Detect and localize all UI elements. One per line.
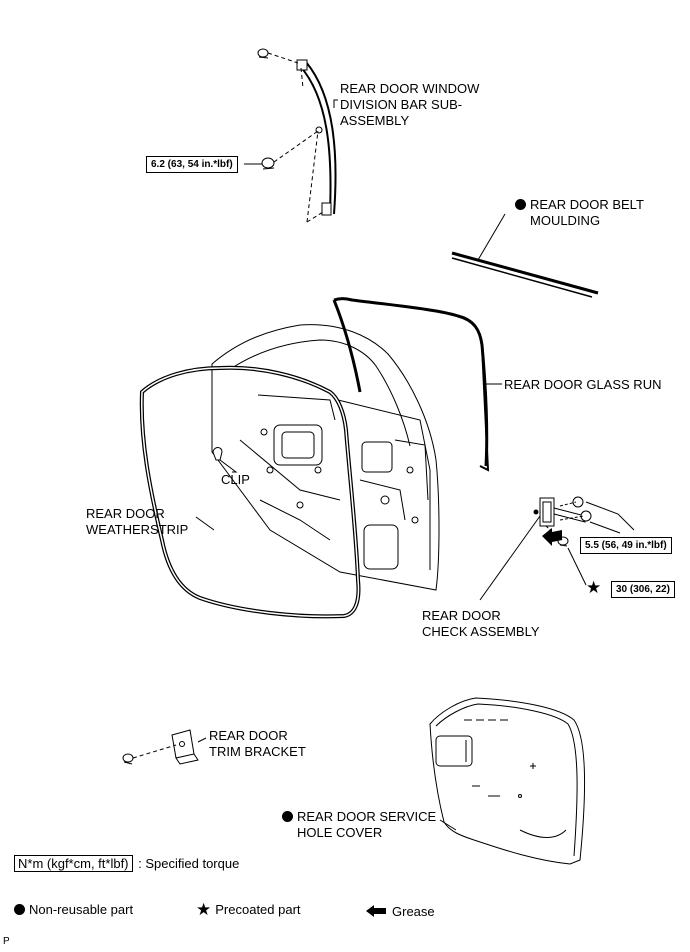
weatherstrip-label: REAR DOOR WEATHERSTRIP: [86, 506, 188, 538]
legend-torque-unit-box: N*m (kgf*cm, ft*lbf): [14, 855, 133, 872]
belt-moulding-label-line2: MOULDING: [530, 213, 601, 228]
torque-division-bar-bolt: 6.2 (63, 54 in.*lbf): [146, 156, 238, 173]
star-icon: ★: [196, 900, 212, 919]
check-assembly-label-line1: REAR DOOR: [422, 608, 501, 623]
division-bar-label: REAR DOOR WINDOW DIVISION BAR SUB- ASSEM…: [340, 81, 479, 129]
belt-moulding-label-line1: REAR DOOR BELT: [515, 197, 644, 213]
torque-check-bolts: 5.5 (56, 49 in.*lbf): [580, 537, 672, 554]
glass-run-label: REAR DOOR GLASS RUN: [504, 377, 662, 392]
weatherstrip-label-line1: REAR DOOR: [86, 506, 165, 521]
legend-non-reusable: Non-reusable part: [14, 902, 133, 918]
clip-drawing: [212, 447, 238, 473]
legend-grease: Grease: [366, 904, 435, 920]
service-hole-cover-drawing: [429, 697, 586, 865]
division-bar-label-line3: ASSEMBLY: [340, 113, 410, 128]
grease-arrow-icon: [542, 528, 562, 546]
star-icon: ★: [586, 578, 602, 597]
grease-legend-arrow-icon: [366, 905, 386, 917]
non-reusable-icon: [14, 904, 25, 915]
door-panel-drawing: [211, 324, 440, 591]
division-bar-drawing: [244, 48, 338, 223]
service-hole-cover-label: REAR DOOR SERVICE HOLE COVER: [282, 809, 436, 841]
belt-moulding-label: REAR DOOR BELT MOULDING: [515, 197, 644, 229]
trim-bracket-drawing: [122, 729, 207, 765]
weatherstrip-drawing: [139, 365, 361, 619]
belt-moulding-drawing: [451, 213, 599, 298]
check-assembly-drawing: [479, 496, 635, 601]
trim-bracket-label: REAR DOOR TRIM BRACKET: [209, 728, 306, 760]
division-bar-label-line1: REAR DOOR WINDOW: [340, 81, 480, 96]
non-reusable-icon: [282, 811, 293, 822]
legend-precoated: ★Precoated part: [196, 900, 301, 919]
weatherstrip-label-line2: WEATHERSTRIP: [86, 522, 189, 537]
legend-torque: N*m (kgf*cm, ft*lbf) : Specified torque: [14, 855, 240, 872]
check-assembly-label-line2: CHECK ASSEMBLY: [422, 624, 540, 639]
corner-mark: P: [3, 936, 10, 947]
service-hole-cover-label-line1: REAR DOOR SERVICE: [282, 809, 436, 825]
trim-bracket-label-line2: TRIM BRACKET: [209, 744, 306, 759]
non-reusable-icon: [515, 199, 526, 210]
legend-torque-text: : Specified torque: [138, 856, 240, 871]
division-bar-label-line2: DIVISION BAR SUB-: [340, 97, 463, 112]
service-hole-cover-label-line2: HOLE COVER: [297, 825, 383, 840]
check-assembly-label: REAR DOOR CHECK ASSEMBLY: [422, 608, 540, 640]
precoated-star-check: ★: [586, 578, 605, 597]
clip-label: CLIP: [221, 472, 250, 487]
trim-bracket-label-line1: REAR DOOR: [209, 728, 288, 743]
torque-check-bolt-precoated: 30 (306, 22): [611, 581, 675, 598]
